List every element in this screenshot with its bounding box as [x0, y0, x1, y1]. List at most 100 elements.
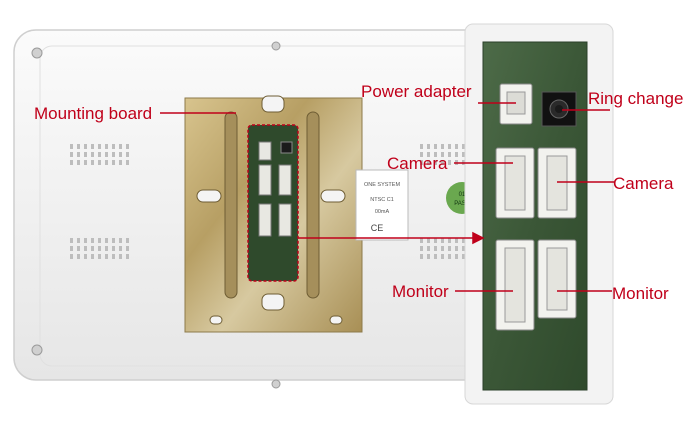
product-sticker: ONE SYSTEM NTSC C1 00mA CE — [355, 169, 409, 241]
badge-line-2: PASS — [454, 201, 470, 207]
vent-slot — [420, 246, 423, 251]
vent-slot — [77, 246, 80, 251]
vent-slot — [455, 254, 458, 259]
label-mounting-board: Mounting board — [34, 104, 153, 123]
screw-hole-bottom — [271, 379, 281, 389]
label-monitor-right: Monitor — [612, 284, 669, 303]
vent-slot — [126, 144, 129, 149]
label-camera-left: Camera — [387, 154, 448, 173]
label-camera-right: Camera — [613, 174, 674, 193]
vent-slot — [119, 152, 122, 157]
vent-slot — [126, 160, 129, 165]
vent-slot — [441, 152, 444, 157]
vent-slot — [427, 160, 430, 165]
vent-slot — [91, 246, 94, 251]
vent-slot — [112, 152, 115, 157]
vent-slot — [119, 254, 122, 259]
vent-slot — [98, 246, 101, 251]
vent-slot — [455, 246, 458, 251]
ring-change-button — [541, 91, 577, 127]
vent-slot — [420, 254, 423, 259]
vent-slot — [84, 152, 87, 157]
vent-slot — [462, 246, 465, 251]
vent-slot — [434, 152, 437, 157]
vent-slot — [427, 254, 430, 259]
vent-slot — [427, 152, 430, 157]
vent-slot — [77, 144, 80, 149]
pcb-zoom-panel — [464, 23, 614, 405]
vent-slot — [84, 254, 87, 259]
vent-slot — [84, 144, 87, 149]
screw-hole-bottom-left — [31, 344, 43, 356]
screw-hole-top — [271, 41, 281, 51]
vent-slot — [70, 144, 73, 149]
vent-slot — [112, 144, 115, 149]
vent-slot — [91, 254, 94, 259]
vent-slot — [462, 152, 465, 157]
vent-slot — [427, 238, 430, 243]
vent-slot — [77, 160, 80, 165]
vent-slot — [420, 152, 423, 157]
vent-slot — [112, 238, 115, 243]
vent-slot — [448, 144, 451, 149]
screw-hole-top-left — [31, 47, 43, 59]
vent-slot — [98, 160, 101, 165]
vent-slot — [91, 152, 94, 157]
vent-slot — [119, 144, 122, 149]
vent-slot — [105, 160, 108, 165]
vent-slot — [434, 254, 437, 259]
vent-slot — [441, 160, 444, 165]
vent-slot — [455, 144, 458, 149]
badge-line-1: 01 — [459, 192, 466, 198]
vent-slot — [77, 238, 80, 243]
vent-slot — [84, 238, 87, 243]
sticker-line-3: 00mA — [375, 209, 390, 215]
vent-slot — [126, 254, 129, 259]
vent-slot — [91, 144, 94, 149]
vent-slot — [448, 152, 451, 157]
vent-slot — [434, 144, 437, 149]
ce-mark: CE — [371, 223, 384, 233]
vent-slot — [105, 144, 108, 149]
vent-slot — [91, 160, 94, 165]
sticker-line-2: NTSC C1 — [370, 197, 394, 203]
vent-slot — [119, 160, 122, 165]
vent-slot — [112, 254, 115, 259]
vent-slot — [427, 144, 430, 149]
vent-slot — [434, 160, 437, 165]
vent-slot — [434, 246, 437, 251]
vent-slot — [119, 238, 122, 243]
vent-slot — [119, 246, 122, 251]
vent-slot — [441, 238, 444, 243]
vent-slot — [84, 160, 87, 165]
vent-slot — [70, 254, 73, 259]
vent-slot — [77, 254, 80, 259]
monitor-connector-left — [495, 239, 535, 331]
vent-slot — [112, 160, 115, 165]
vent-slot — [126, 238, 129, 243]
label-monitor-left: Monitor — [392, 282, 449, 301]
vent-slot — [70, 160, 73, 165]
vent-slot — [105, 152, 108, 157]
camera-connector-left — [495, 147, 535, 219]
vent-slot — [70, 246, 73, 251]
vent-slot — [126, 246, 129, 251]
vent-slot — [448, 254, 451, 259]
mounting-board — [184, 95, 363, 333]
power-adapter-connector — [499, 83, 533, 125]
sticker-line-1: ONE SYSTEM — [364, 182, 400, 188]
vent-slot — [70, 238, 73, 243]
vent-slot — [462, 254, 465, 259]
label-power-adapter: Power adapter — [361, 82, 472, 101]
vent-slot — [84, 246, 87, 251]
vent-slot — [98, 254, 101, 259]
vent-slot — [77, 152, 80, 157]
vent-slot — [126, 152, 129, 157]
vent-slot — [441, 246, 444, 251]
vent-slot — [462, 144, 465, 149]
vent-slot — [462, 238, 465, 243]
vent-slot — [455, 238, 458, 243]
vent-slot — [455, 152, 458, 157]
vent-slot — [448, 238, 451, 243]
